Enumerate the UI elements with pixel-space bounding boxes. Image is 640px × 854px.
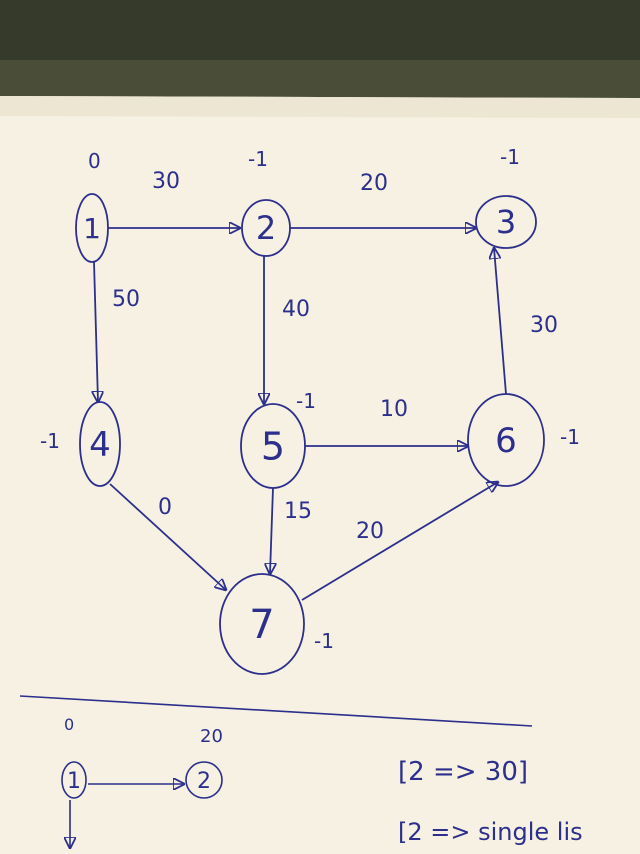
node-3-value: -1	[500, 145, 520, 169]
edge-weight-n2-n5: 40	[282, 297, 310, 322]
edge-weight-n6-n3: 30	[530, 313, 558, 338]
nodes-layer: 1 2 3 4 5 6 7	[75, 193, 545, 675]
edge-n6-n3	[494, 248, 507, 395]
node-3-label: 3	[496, 203, 516, 241]
node-2-value: -1	[248, 147, 268, 171]
node-6-value: -1	[560, 425, 580, 449]
node-1-label: 1	[83, 212, 101, 245]
edge-weight-n5-n7: 15	[284, 499, 312, 524]
node-3-circle	[475, 195, 537, 249]
node-1-circle	[75, 193, 109, 263]
edge-weight-n1-n2: 30	[152, 169, 180, 194]
edge-n5-n7	[270, 487, 273, 574]
edge-labels-layer: 30 20 50 40 10 30 0 15 20	[112, 169, 558, 544]
mini-edge-weight: 20	[200, 726, 223, 747]
edge-weight-n1-n4: 50	[112, 287, 140, 312]
note-line-2: [2 => single lis	[398, 818, 583, 846]
mini-node-1-label: 1	[67, 769, 81, 794]
mini-node-1-value: 0	[64, 715, 74, 734]
edge-weight-n7-n6: 20	[356, 519, 384, 544]
mini-node-1-circle	[61, 761, 87, 799]
node-values-layer: 0 -1 -1 -1 -1 -1 -1	[40, 145, 580, 653]
mini-node-2-label: 2	[197, 769, 211, 794]
node-5-circle	[240, 403, 306, 489]
node-4-label: 4	[89, 425, 111, 465]
node-7-value: -1	[314, 629, 334, 653]
node-5-label: 5	[261, 424, 285, 468]
wall-shadow	[0, 0, 640, 60]
node-1-value: 0	[88, 149, 101, 173]
node-6-circle	[467, 393, 545, 487]
paper-sheet	[0, 96, 640, 854]
edge-n7-n6	[301, 482, 498, 601]
node-2-circle	[241, 199, 291, 257]
edge-n4-n7	[109, 483, 226, 590]
node-6-label: 6	[495, 421, 517, 461]
edge-n1-n4	[94, 261, 98, 402]
edge-weight-n2-n3: 20	[360, 171, 388, 196]
paper-edge	[0, 96, 640, 118]
node-4-value: -1	[40, 429, 60, 453]
edge-weight-n5-n6: 10	[380, 397, 408, 422]
edges-layer	[94, 228, 507, 601]
node-7-label: 7	[249, 602, 274, 648]
node-4-circle	[79, 401, 121, 487]
node-7-circle	[219, 573, 305, 675]
mini-node-2-circle	[185, 761, 223, 799]
divider-line	[19, 695, 533, 727]
node-5-value: -1	[296, 389, 316, 413]
mini-graph: 1 0 2 20	[61, 715, 223, 848]
edge-weight-n4-n7: 0	[158, 495, 172, 520]
note-line-1: [2 => 30]	[398, 757, 528, 787]
node-2-label: 2	[256, 209, 276, 247]
